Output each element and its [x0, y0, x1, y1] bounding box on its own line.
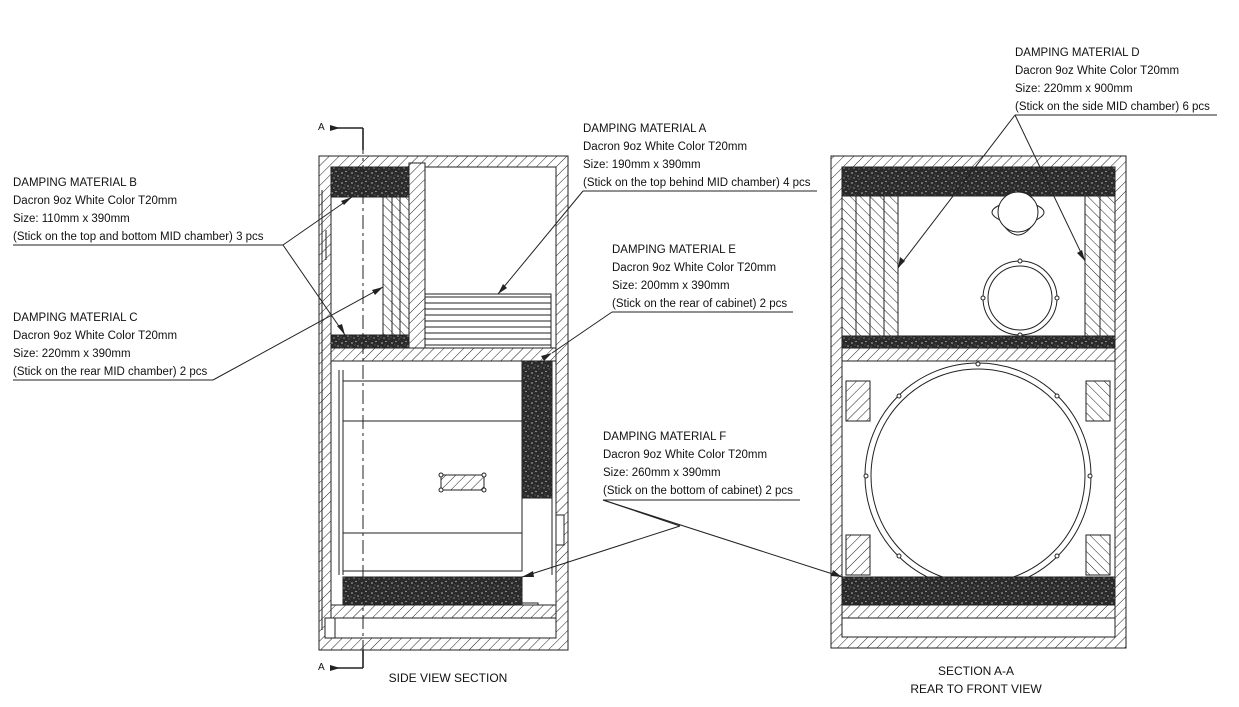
label-b-size: Size: 110mm x 390mm: [13, 213, 130, 225]
label-a-title: DAMPING MATERIAL A: [583, 123, 707, 135]
side-foam-b-top: [330, 166, 410, 198]
label-c-title: DAMPING MATERIAL C: [13, 312, 138, 324]
side-mid-rear-panel: [408, 162, 426, 349]
label-e-title: DAMPING MATERIAL E: [612, 244, 736, 256]
label-f-size: Size: 260mm x 390mm: [603, 467, 721, 479]
side-terminal: [440, 474, 485, 491]
label-c-spec: Dacron 9oz White Color T20mm: [13, 330, 178, 342]
side-view-section: [318, 125, 569, 671]
section-foam-mid-bottom: [841, 335, 1116, 349]
label-damping-material-a: DAMPING MATERIAL A Dacron 9oz White Colo…: [583, 120, 811, 192]
label-damping-material-e: DAMPING MATERIAL E Dacron 9oz White Colo…: [612, 241, 787, 313]
label-b-title: DAMPING MATERIAL B: [13, 177, 137, 189]
section-shelf: [841, 347, 1116, 362]
leader-lines: [13, 114, 1217, 578]
label-c-size: Size: 220mm x 390mm: [13, 348, 131, 360]
side-foam-f: [342, 576, 523, 606]
section-mark-top: A: [318, 122, 325, 133]
side-foam-a: [424, 293, 552, 349]
caption-side-view: SIDE VIEW SECTION: [388, 671, 508, 685]
label-d-spec: Dacron 9oz White Color T20mm: [1015, 65, 1180, 77]
side-foam-c: [382, 196, 410, 336]
label-f-spec: Dacron 9oz White Color T20mm: [603, 449, 768, 461]
side-bottom-plinth: [330, 604, 557, 619]
label-a-spec: Dacron 9oz White Color T20mm: [583, 141, 748, 153]
side-shelf: [330, 347, 557, 362]
label-e-note: (Stick on the rear of cabinet) 2 pcs: [612, 298, 788, 310]
label-d-note: (Stick on the side MID chamber) 6 pcs: [1015, 101, 1210, 113]
label-c-note: (Stick on the rear MID chamber) 2 pcs: [13, 366, 208, 378]
section-bottom-plinth: [841, 604, 1116, 619]
label-damping-material-d: DAMPING MATERIAL D Dacron 9oz White Colo…: [1015, 44, 1210, 116]
section-foam-f: [841, 576, 1116, 606]
label-f-note: (Stick on the bottom of cabinet) 2 pcs: [603, 485, 793, 497]
label-b-note: (Stick on the top and bottom MID chamber…: [13, 231, 264, 243]
side-woofer-top: [342, 380, 523, 422]
label-damping-material-b: DAMPING MATERIAL B Dacron 9oz White Colo…: [13, 174, 264, 246]
section-mark-bottom: A: [318, 662, 325, 673]
section-foam-top: [841, 166, 1116, 197]
side-foam-e: [521, 360, 553, 499]
label-a-size: Size: 190mm x 390mm: [583, 159, 701, 171]
label-e-spec: Dacron 9oz White Color T20mm: [612, 262, 777, 274]
leader-arrowheads: [337, 197, 1085, 577]
caption-section-line1: SECTION A-A: [937, 664, 1014, 678]
section-a-a: [830, 155, 1127, 649]
label-damping-material-c: DAMPING MATERIAL C Dacron 9oz White Colo…: [13, 309, 207, 381]
caption-section-aa: SECTION A-A REAR TO FRONT VIEW: [895, 662, 1057, 698]
label-e-size: Size: 200mm x 390mm: [612, 280, 730, 292]
label-a-note: (Stick on the top behind MID chamber) 4 …: [583, 177, 811, 189]
label-damping-material-f: DAMPING MATERIAL F Dacron 9oz White Colo…: [603, 428, 793, 500]
label-d-size: Size: 220mm x 900mm: [1015, 83, 1133, 95]
side-woofer-body: [342, 420, 523, 534]
side-woofer-bottom: [342, 532, 523, 572]
label-f-title: DAMPING MATERIAL F: [603, 431, 727, 443]
label-d-title: DAMPING MATERIAL D: [1015, 47, 1140, 59]
side-foam-b-bottom: [330, 334, 410, 349]
caption-section-line2: REAR TO FRONT VIEW: [910, 682, 1042, 696]
side-cabinet-shell: [318, 155, 569, 651]
label-b-spec: Dacron 9oz White Color T20mm: [13, 195, 178, 207]
